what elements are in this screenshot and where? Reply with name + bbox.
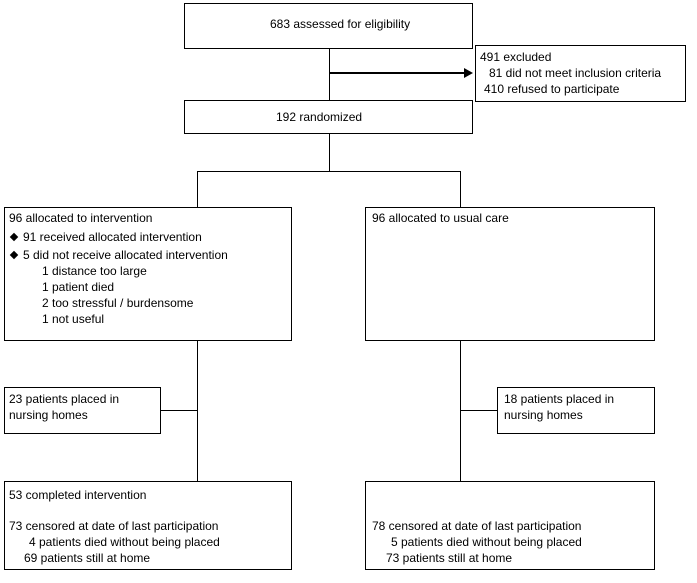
usual-care-title: 96 allocated to usual care (372, 211, 509, 225)
excluded-title: 491 excluded (480, 50, 552, 64)
diamond-bullet-icon (9, 232, 19, 242)
reason-item: 1 distance too large (42, 264, 147, 278)
detail-right-item: 73 patients still at home (386, 551, 513, 565)
final-left-box: 53 completed intervention 73 censored at… (4, 481, 292, 570)
connector-assessed-randomized (329, 48, 330, 100)
usual-care-box: 96 allocated to usual care (365, 207, 655, 341)
completed-text: 53 completed intervention (9, 488, 147, 502)
connector-excluded-arrow (329, 72, 465, 74)
not-received-row: 5 did not receive allocated intervention (9, 248, 228, 262)
connector-right-vertical (460, 340, 461, 482)
excluded-item: 81 did not meet inclusion criteria (489, 66, 662, 80)
final-right-box: 78 censored at date of last participatio… (365, 481, 655, 570)
nursing-right-line1: 18 patients placed in (504, 392, 615, 406)
randomized-box: 192 randomized (184, 100, 473, 134)
connector-split-right (460, 171, 461, 208)
nursing-left-line1: 23 patients placed in (9, 392, 120, 406)
reason-item: 1 not useful (42, 312, 105, 326)
excluded-item: 410 refused to participate (484, 82, 620, 96)
intervention-box: 96 allocated to intervention 91 received… (4, 207, 292, 341)
censored-left-text: 73 censored at date of last participatio… (9, 519, 219, 533)
detail-left-item: 69 patients still at home (24, 551, 151, 565)
assessed-box: 683 assessed for eligibility (184, 3, 473, 49)
connector-nursing-left (160, 410, 197, 411)
connector-split-left (197, 171, 198, 208)
nursing-right-box: 18 patients placed in nursing homes (497, 387, 655, 434)
nursing-left-line2: nursing homes (9, 408, 88, 422)
not-received-text: 5 did not receive allocated intervention (23, 248, 228, 262)
received-text: 91 received allocated intervention (23, 230, 202, 244)
diamond-bullet-icon (9, 250, 19, 260)
nursing-left-box: 23 patients placed in nursing homes (4, 387, 161, 434)
censored-right-text: 78 censored at date of last participatio… (372, 519, 582, 533)
reason-item: 1 patient died (42, 280, 115, 294)
detail-right-item: 5 patients died without being placed (391, 535, 582, 549)
assessed-text: 683 assessed for eligibility (270, 17, 411, 31)
nursing-right-line2: nursing homes (504, 408, 583, 422)
connector-randomized-split (329, 133, 330, 171)
connector-nursing-right (461, 410, 497, 411)
randomized-text: 192 randomized (276, 110, 363, 124)
reason-item: 2 too stressful / burdensome (42, 296, 194, 310)
excluded-box: 491 excluded 81 did not meet inclusion c… (475, 45, 686, 102)
received-row: 91 received allocated intervention (9, 230, 202, 244)
connector-left-vertical (197, 340, 198, 482)
intervention-title: 96 allocated to intervention (9, 211, 153, 225)
arrowhead-excluded (464, 68, 473, 78)
connector-split-horizontal (197, 171, 461, 172)
detail-left-item: 4 patients died without being placed (29, 535, 220, 549)
